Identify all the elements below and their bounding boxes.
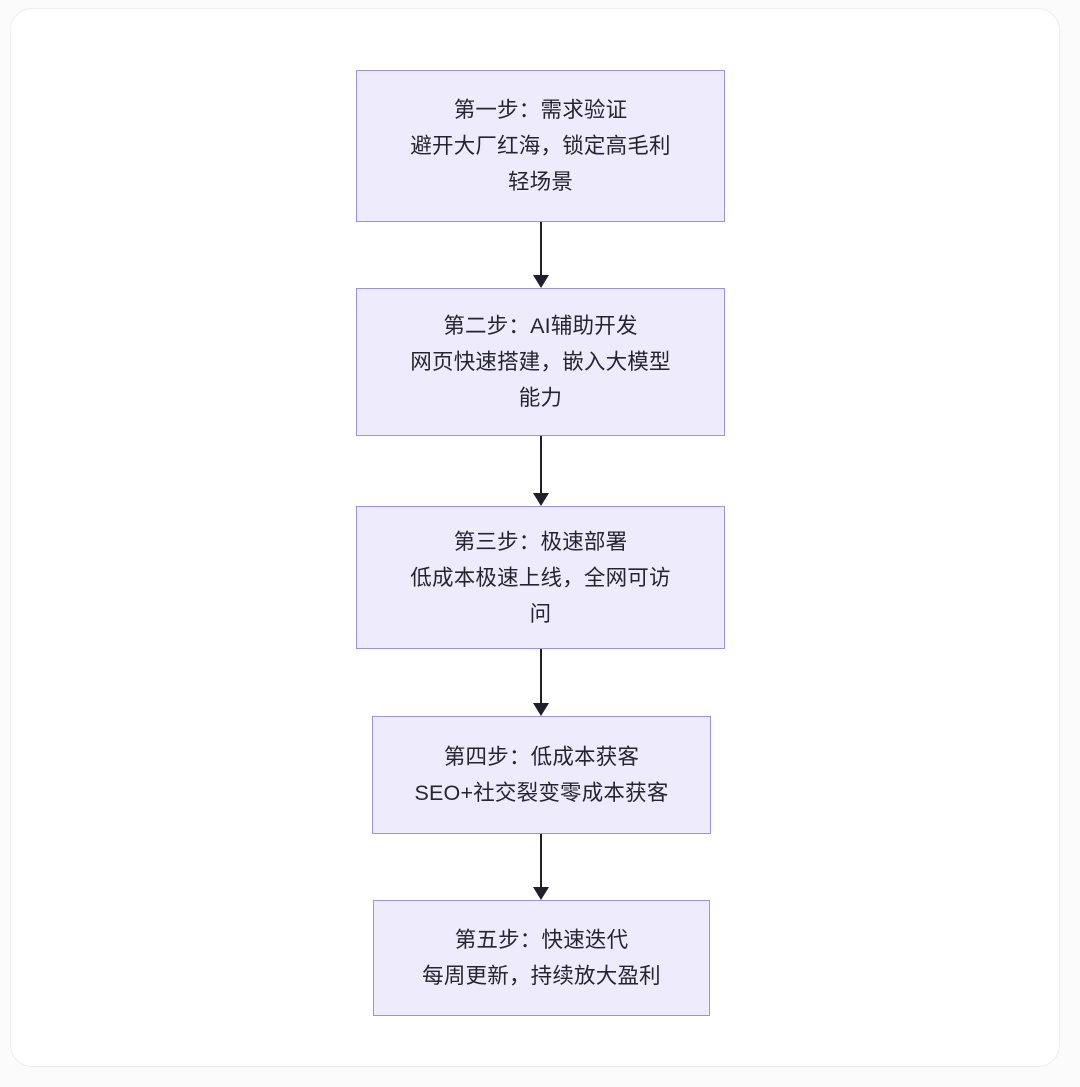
flow-node-label: 第四步：低成本获客 SEO+社交裂变零成本获客 [414,745,669,805]
arrow-stem [540,649,542,703]
flow-arrow-step-4-to-step-5 [533,834,549,900]
arrow-stem [540,834,542,887]
flow-node-step-4[interactable]: 第四步：低成本获客 SEO+社交裂变零成本获客 [372,716,711,834]
arrow-stem [540,436,542,493]
arrow-head-icon [533,275,549,288]
flow-node-step-5[interactable]: 第五步：快速迭代 每周更新，持续放大盈利 [373,900,710,1016]
flow-node-label: 第一步：需求验证 避开大厂红海，锁定高毛利 轻场景 [410,98,671,194]
arrow-head-icon [533,703,549,716]
flow-arrow-step-3-to-step-4 [533,649,549,716]
flow-node-label: 第三步：极速部署 低成本极速上线，全网可访 问 [410,529,671,626]
arrow-stem [540,222,542,275]
flow-node-label: 第二步：AI辅助开发 网页快速搭建，嵌入大模型 能力 [410,314,671,410]
flow-arrow-step-1-to-step-2 [533,222,549,288]
arrow-head-icon [533,493,549,506]
flow-arrow-step-2-to-step-3 [533,436,549,506]
flow-node-step-3[interactable]: 第三步：极速部署 低成本极速上线，全网可访 问 [356,506,725,649]
arrow-head-icon [533,887,549,900]
flow-node-step-1[interactable]: 第一步：需求验证 避开大厂红海，锁定高毛利 轻场景 [356,70,725,222]
flow-node-step-2[interactable]: 第二步：AI辅助开发 网页快速搭建，嵌入大模型 能力 [356,288,725,436]
flow-node-label: 第五步：快速迭代 每周更新，持续放大盈利 [422,928,661,988]
